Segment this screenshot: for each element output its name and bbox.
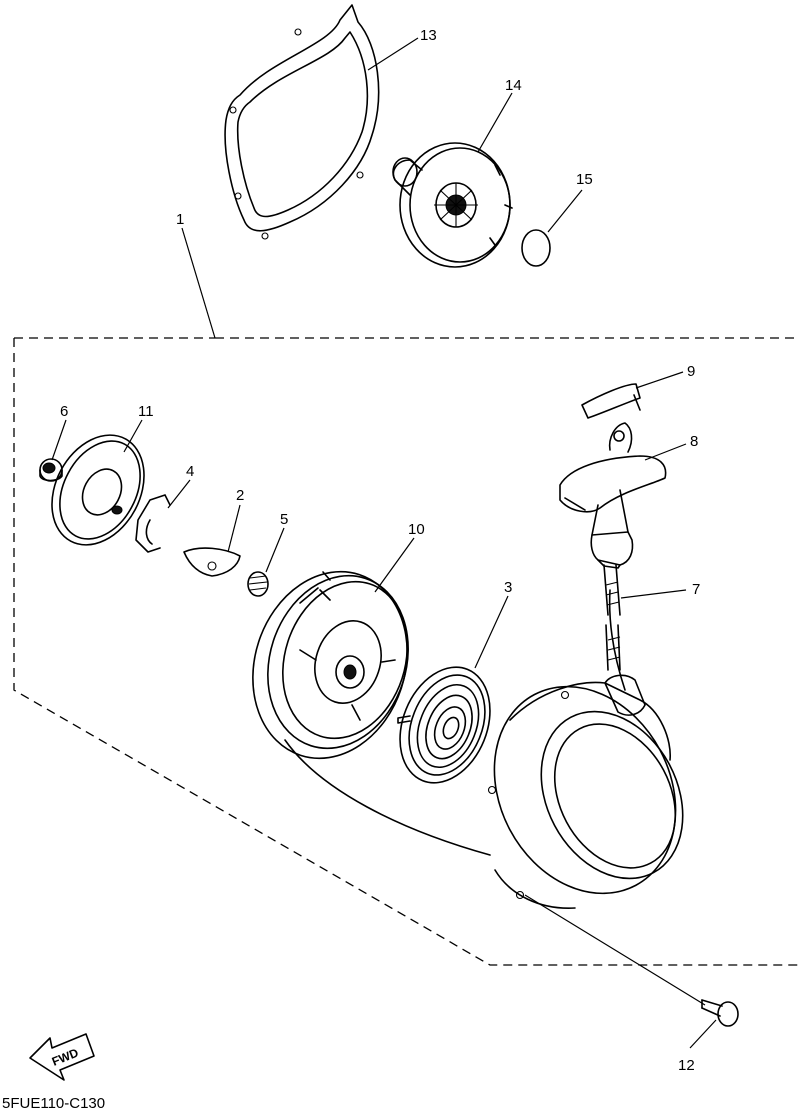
leader-14: [477, 92, 513, 153]
part-11-friction-plate: [51, 434, 145, 546]
leader-3: [474, 595, 509, 669]
label-part-12: 12: [678, 1057, 695, 1074]
label-part-15: 15: [576, 171, 593, 188]
label-part-7: 7: [692, 581, 700, 598]
assembly-boundary: [13, 337, 800, 966]
leader-15: [547, 189, 583, 233]
label-part-13: 13: [420, 27, 437, 44]
leader-5: [265, 527, 285, 573]
label-part-9: 9: [687, 363, 695, 380]
part-6-nut: [39, 458, 63, 482]
fwd-arrow: FWD: [29, 1033, 95, 1081]
leader-2: [227, 504, 241, 553]
part-9-handle-cap: [581, 383, 641, 419]
leader-8: [644, 443, 687, 461]
label-part-1: 1: [176, 211, 184, 228]
part-3-recoil-spring: [397, 666, 491, 784]
label-part-8: 8: [690, 433, 698, 450]
part-10-rope-reel: [252, 570, 409, 760]
label-part-4: 4: [186, 463, 194, 480]
part-2-ratchet-pawl: [183, 547, 241, 577]
starter-housing: [487, 674, 684, 909]
label-part-6: 6: [60, 403, 68, 420]
fwd-label: FWD: [50, 1045, 81, 1068]
label-part-3: 3: [504, 579, 512, 596]
leader-11: [123, 419, 143, 453]
leader-13: [367, 37, 419, 71]
label-part-2: 2: [236, 487, 244, 504]
drawing-code: 5FUE110-C130: [2, 1095, 105, 1111]
leader-10: [374, 537, 415, 593]
part-14-starter-pulley: [392, 142, 513, 268]
part-13-gasket: [224, 4, 380, 240]
part-4-spring-clip: [135, 494, 171, 553]
leader-12: [524, 894, 717, 1049]
label-part-11: 11: [138, 403, 154, 420]
label-part-10: 10: [408, 521, 425, 538]
leader-9: [635, 371, 684, 389]
part-12-bolt: [701, 999, 739, 1027]
part-7-rope: [603, 564, 621, 671]
leader-1: [181, 227, 216, 339]
part-8-starter-handle: [559, 422, 667, 569]
label-part-14: 14: [505, 77, 522, 94]
part-15-o-ring: [521, 229, 551, 267]
part-5-spring: [247, 571, 269, 597]
label-part-5: 5: [280, 511, 288, 528]
starter-rope: [284, 589, 626, 856]
leader-7: [620, 589, 687, 599]
leader-4: [167, 479, 191, 509]
leader-6: [51, 419, 67, 461]
